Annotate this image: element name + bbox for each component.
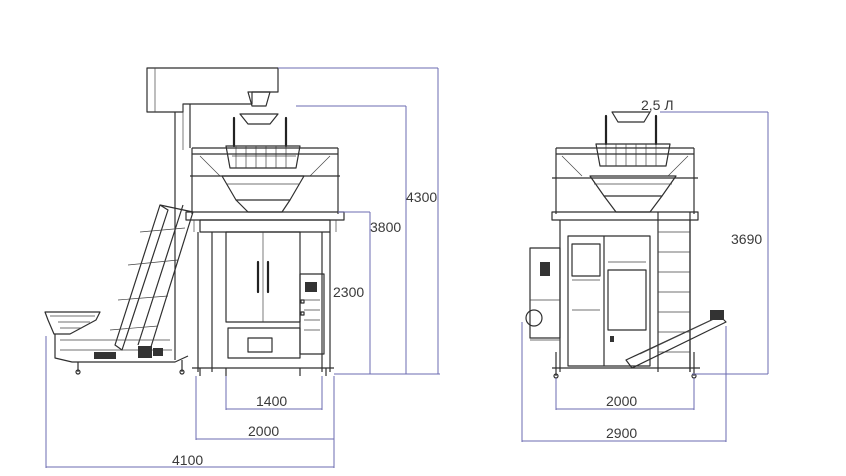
left-view: 4300 3800 2300 1400 2000 4100 xyxy=(44,67,440,468)
right-dim-height-overall: 3690 xyxy=(731,231,762,247)
right-dimension-lines xyxy=(521,111,769,442)
right-view: 2,5 Л 3690 2000 2900 xyxy=(521,97,769,442)
left-dim-length-total: 4100 xyxy=(172,452,203,468)
right-packing-machine xyxy=(525,212,727,379)
right-hopper-volume: 2,5 Л xyxy=(641,97,674,113)
right-dim-width-frame: 2000 xyxy=(606,393,637,409)
multihead-weigher xyxy=(221,91,305,213)
left-dimension-lines xyxy=(45,67,440,468)
left-dim-height-platform-top: 3800 xyxy=(370,219,401,235)
left-dim-width-packer: 1400 xyxy=(256,393,287,409)
right-dim-length-total: 2900 xyxy=(606,425,637,441)
right-multihead-weigher xyxy=(589,111,677,213)
bucket-elevator xyxy=(44,67,279,375)
platform xyxy=(185,147,345,232)
left-dim-width-frame: 2000 xyxy=(248,423,279,439)
left-dim-height-platform: 2300 xyxy=(333,284,364,300)
left-dim-height-overall: 4300 xyxy=(406,189,437,205)
right-platform xyxy=(551,147,699,221)
packing-machine xyxy=(192,219,334,376)
